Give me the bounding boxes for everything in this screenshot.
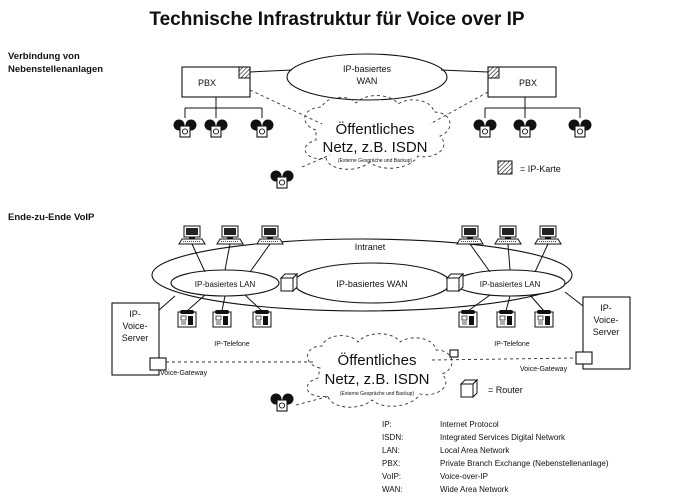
computer-icon [178,225,206,245]
voice-gateway-left-label: Voice-Gateway [160,370,208,377]
ip-card-legend-icon [497,160,513,175]
public-network-bottom-line1: Öffentliches [338,351,417,369]
glossary-text: Wide Area Network [440,485,509,494]
glossary-abbr: IP: [382,420,392,429]
glossary-abbr: LAN: [382,446,400,455]
public-network-top-line1: Öffentliches [336,120,415,138]
glossary-abbr: PBX: [382,459,400,468]
section-label-pbx-line2: Nebenstellenanlagen [8,64,103,75]
glossary-abbr: ISDN: [382,433,403,442]
phone-icon [172,118,198,138]
ip-phones-right-label: IP-Telefone [494,341,530,348]
ip-phones-left-label: IP-Telefone [214,341,250,348]
computer-icon [494,225,522,245]
ip-card-legend-label: = IP-Karte [520,164,561,174]
voice-server-right: IP- Voice- Server [575,296,631,370]
wan-top-line1: IP-basiertes [343,64,392,74]
wan-top-line2: WAN [357,76,378,86]
ip-phone-icon [458,309,478,328]
page-title: Technische Infrastruktur für Voice over … [149,9,525,30]
public-network-bottom-line2: Netz, z.B. ISDN [324,371,429,388]
glossary-abbr: VoIP: [382,472,401,481]
intranet-label: Intranet [355,242,386,252]
router-legend-label: = Router [488,385,523,395]
wan-cloud-top [286,53,448,101]
ip-phone-icon [496,309,516,328]
voice-gateway-right-box [575,351,593,365]
glossary-text: Integrated Services Digital Network [440,433,566,442]
computer-icon [456,225,484,245]
pbx-right: PBX [487,66,557,98]
section-label-pbx-line1: Verbindung von [8,51,80,62]
server-right-line2: Voice- [593,315,618,325]
server-right-line1: IP- [600,303,612,313]
pbx-left-label: PBX [198,78,216,88]
phone-icon [203,118,229,138]
glossary-text: Voice-over-IP [440,472,488,481]
wan-center-label: IP-basiertes WAN [336,279,407,289]
glossary-abbr: WAN: [382,485,403,494]
voice-server-left: IP- Voice- Server [111,302,167,376]
glossary: IP: Internet Protocol ISDN: Integrated S… [382,420,609,494]
public-network-top-line2: Netz, z.B. ISDN [322,139,427,156]
ip-phone-icon [212,309,232,328]
ip-card-icon [487,66,500,79]
router-legend-icon [460,379,478,398]
public-network-top-line3: (Externe Gespräche und Backup) [338,158,413,164]
computer-icon [216,225,244,245]
server-left-line1: IP- [129,309,141,319]
lan-right-label: IP-basiertes LAN [480,280,541,289]
public-network-bottom-line3: (Externe Gespräche und Backup) [340,391,415,397]
external-phone-icon [269,169,295,189]
glossary-text: Internet Protocol [440,420,499,429]
pbx-right-label: PBX [519,78,537,88]
server-left-line2: Voice- [122,321,147,331]
pbx-left: PBX [181,66,251,98]
gateway-small-box [449,349,459,358]
ip-phone-icon [252,309,272,328]
phone-icon [472,118,498,138]
server-left-line3: Server [122,333,149,343]
glossary-text: Private Branch Exchange (Nebenstellenanl… [440,459,609,468]
router-icon [446,273,464,292]
voice-gateway-right-label: Voice-Gateway [520,366,568,373]
phone-icon [567,118,593,138]
voice-gateway-left-box [149,357,167,371]
section-label-e2e: Ende-zu-Ende VoIP [8,212,95,223]
server-right-line3: Server [593,327,620,337]
router-icon [280,273,298,292]
phone-icon [512,118,538,138]
computer-icon [534,225,562,245]
computer-icon [256,225,284,245]
external-phone-icon [269,392,295,412]
phone-icon [249,118,275,138]
ip-phone-icon [534,309,554,328]
glossary-text: Local Area Network [440,446,510,455]
lan-left-label: IP-basiertes LAN [195,280,256,289]
ip-card-icon [238,66,251,79]
ip-phone-icon [177,309,197,328]
